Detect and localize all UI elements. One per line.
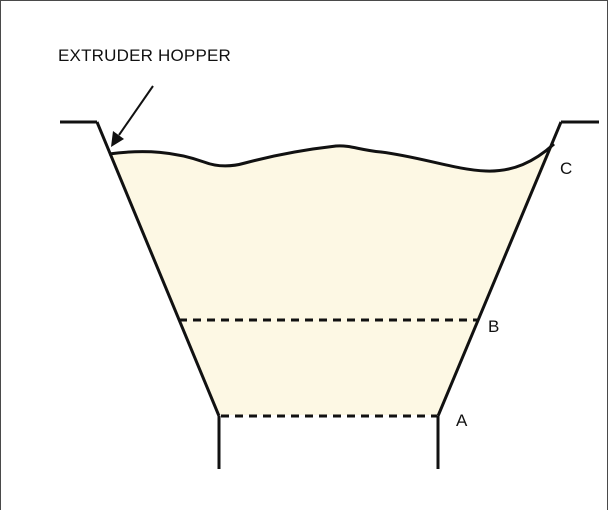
callout-arrow-line (118, 85, 154, 136)
hopper-right-wall (436, 121, 563, 417)
hopper-title-label: EXTRUDER HOPPER (58, 46, 231, 65)
material-surface-line (108, 142, 556, 173)
level-c-label: C (560, 159, 572, 178)
level-b-label: B (488, 317, 499, 336)
hopper-left-wall (95, 121, 221, 417)
hopper-material-fill (109, 144, 554, 415)
callout-arrowhead (111, 131, 124, 147)
level-a-label: A (456, 411, 468, 430)
